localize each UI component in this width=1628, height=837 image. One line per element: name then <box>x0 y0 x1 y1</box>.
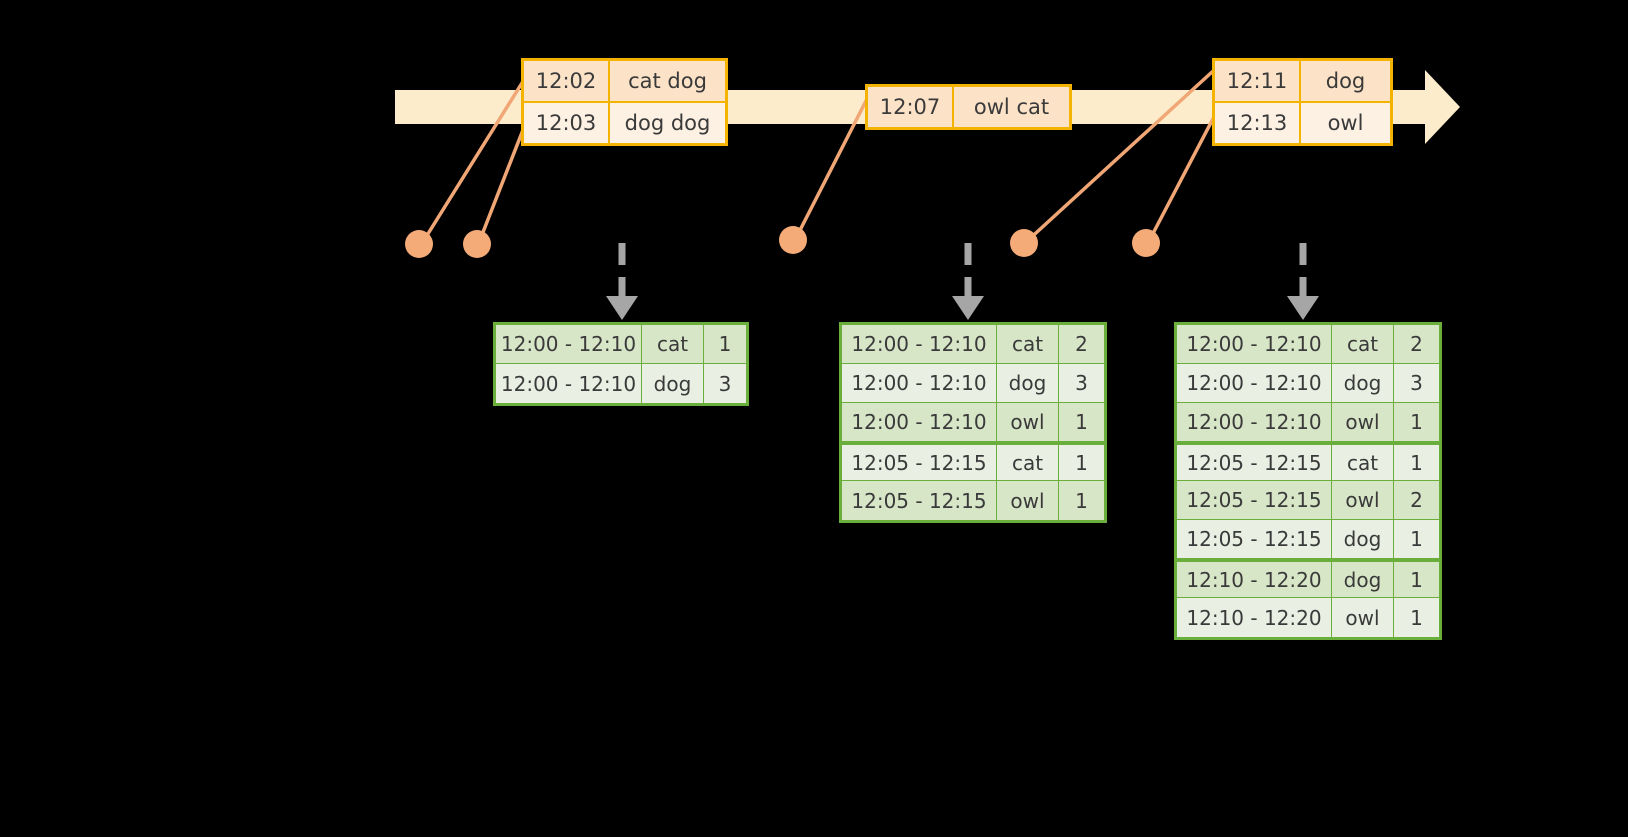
table-cell-window: 12:00 - 12:10 <box>842 325 997 364</box>
table-cell-count: 1 <box>1394 598 1439 637</box>
table-cell-window: 12:05 - 12:15 <box>842 442 997 481</box>
event-row: 12:02 cat dog <box>524 61 725 101</box>
event-time: 12:07 <box>868 87 954 127</box>
table-cell-word: cat <box>997 442 1059 481</box>
table-cell-word: owl <box>1332 481 1394 520</box>
table-cell-count: 1 <box>1059 481 1104 520</box>
table-cell-count: 1 <box>1394 559 1439 598</box>
table-cell-window: 12:05 - 12:15 <box>1177 520 1332 559</box>
table-cell-count: 3 <box>1394 364 1439 403</box>
dot-3 <box>779 226 807 254</box>
table-cell-count: 1 <box>1059 403 1104 442</box>
table-cell-word: dog <box>997 364 1059 403</box>
table-arrows <box>606 243 1319 320</box>
event-row: 12:03 dog dog <box>524 101 725 143</box>
event-words: dog <box>1325 69 1366 93</box>
table-cell-word: dog <box>1332 559 1394 598</box>
dot-1 <box>405 230 433 258</box>
event-time: 12:02 <box>524 61 610 101</box>
event-words: dog dog <box>624 111 711 135</box>
event-box-group-3: 12:11 dog 12:13 owl <box>1212 58 1393 146</box>
table-cell-window: 12:00 - 12:10 <box>496 325 642 364</box>
table-cell-window: 12:05 - 12:15 <box>1177 442 1332 481</box>
table-cell-count: 2 <box>1059 325 1104 364</box>
table-cell-word: cat <box>1332 442 1394 481</box>
table-cell-word: cat <box>642 325 704 364</box>
table-cell-count: 2 <box>1394 325 1439 364</box>
table-cell-word: owl <box>997 481 1059 520</box>
table-cell-count: 2 <box>1394 481 1439 520</box>
table-cell-window: 12:10 - 12:20 <box>1177 559 1332 598</box>
table-cell-window: 12:00 - 12:10 <box>1177 364 1332 403</box>
table-cell-word: dog <box>1332 364 1394 403</box>
table-arrow-1 <box>606 243 638 320</box>
table-cell-window: 12:00 - 12:10 <box>842 364 997 403</box>
event-words: owl <box>1327 111 1364 135</box>
connector-line-5 <box>1146 111 1218 245</box>
event-row: 12:13 owl <box>1215 101 1390 143</box>
table-cell-word: owl <box>1332 598 1394 637</box>
event-time: 12:13 <box>1215 103 1301 143</box>
table-cell-word: dog <box>642 364 704 403</box>
table-cell-word: cat <box>1332 325 1394 364</box>
table-cell-window: 12:05 - 12:15 <box>1177 481 1332 520</box>
event-box-group-2: 12:07 owl cat <box>865 84 1072 130</box>
connector-line-1 <box>419 73 529 247</box>
table-cell-window: 12:00 - 12:10 <box>1177 325 1332 364</box>
table-cell-count: 3 <box>704 364 746 403</box>
event-time: 12:11 <box>1215 61 1301 101</box>
event-time: 12:03 <box>524 103 610 143</box>
event-box-group-1: 12:02 cat dog 12:03 dog dog <box>521 58 728 146</box>
event-words: owl cat <box>973 95 1050 119</box>
table-cell-count: 1 <box>1394 520 1439 559</box>
table-cell-window: 12:00 - 12:10 <box>842 403 997 442</box>
table-cell-window: 12:00 - 12:10 <box>1177 403 1332 442</box>
table-cell-word: owl <box>997 403 1059 442</box>
table-cell-window: 12:00 - 12:10 <box>496 364 642 403</box>
table-cell-count: 1 <box>1394 442 1439 481</box>
table-cell-word: cat <box>997 325 1059 364</box>
dot-4 <box>1010 229 1038 257</box>
table-cell-count: 1 <box>1394 403 1439 442</box>
connector-line-3 <box>793 93 871 242</box>
dot-2 <box>463 230 491 258</box>
connector-dots <box>405 226 1160 258</box>
table-cell-window: 12:05 - 12:15 <box>842 481 997 520</box>
table-cell-count: 1 <box>704 325 746 364</box>
event-row: 12:11 dog <box>1215 61 1390 101</box>
table-cell-word: dog <box>1332 520 1394 559</box>
table-cell-window: 12:10 - 12:20 <box>1177 598 1332 637</box>
event-row: 12:07 owl cat <box>868 87 1069 127</box>
table-arrow-3 <box>1287 243 1319 320</box>
event-words: cat dog <box>628 69 707 93</box>
table-cell-word: owl <box>1332 403 1394 442</box>
table-arrow-2 <box>952 243 984 320</box>
dot-5 <box>1132 229 1160 257</box>
table-cell-count: 1 <box>1059 442 1104 481</box>
table-cell-count: 3 <box>1059 364 1104 403</box>
